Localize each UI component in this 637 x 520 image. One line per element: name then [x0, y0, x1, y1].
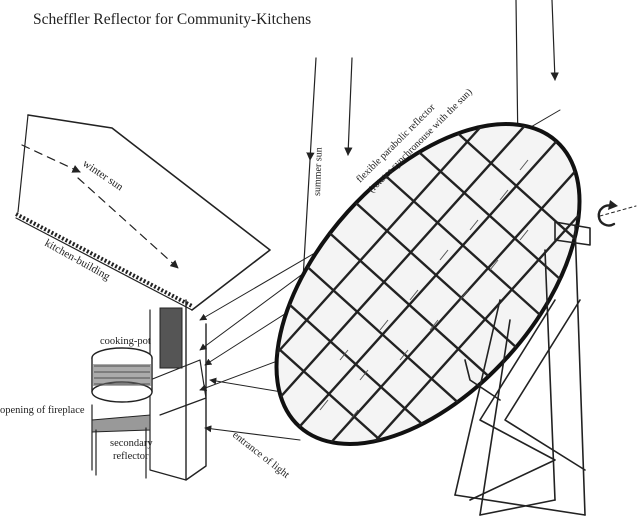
parabolic-reflector	[247, 96, 607, 472]
opening-of-fireplace-label: opening of fireplace	[0, 405, 85, 416]
rotation-arrow-icon	[597, 200, 637, 227]
diagram-title: Scheffler Reflector for Community-Kitche…	[33, 11, 311, 28]
winter-sun-rays	[21, 144, 179, 269]
summer-sun-label: summer sun	[312, 147, 325, 196]
chimney-shadow	[159, 307, 183, 369]
kitchen-building	[15, 114, 271, 481]
winter-sun-label: winter sun	[80, 158, 125, 194]
secondary-reflector-label-line2: reflector	[113, 451, 149, 462]
cooking-pot	[91, 347, 153, 403]
support-frame	[454, 221, 591, 516]
secondary-reflector-label-line1: secondary	[110, 438, 153, 449]
cooking-pot-label: cooking-pot	[100, 336, 151, 347]
